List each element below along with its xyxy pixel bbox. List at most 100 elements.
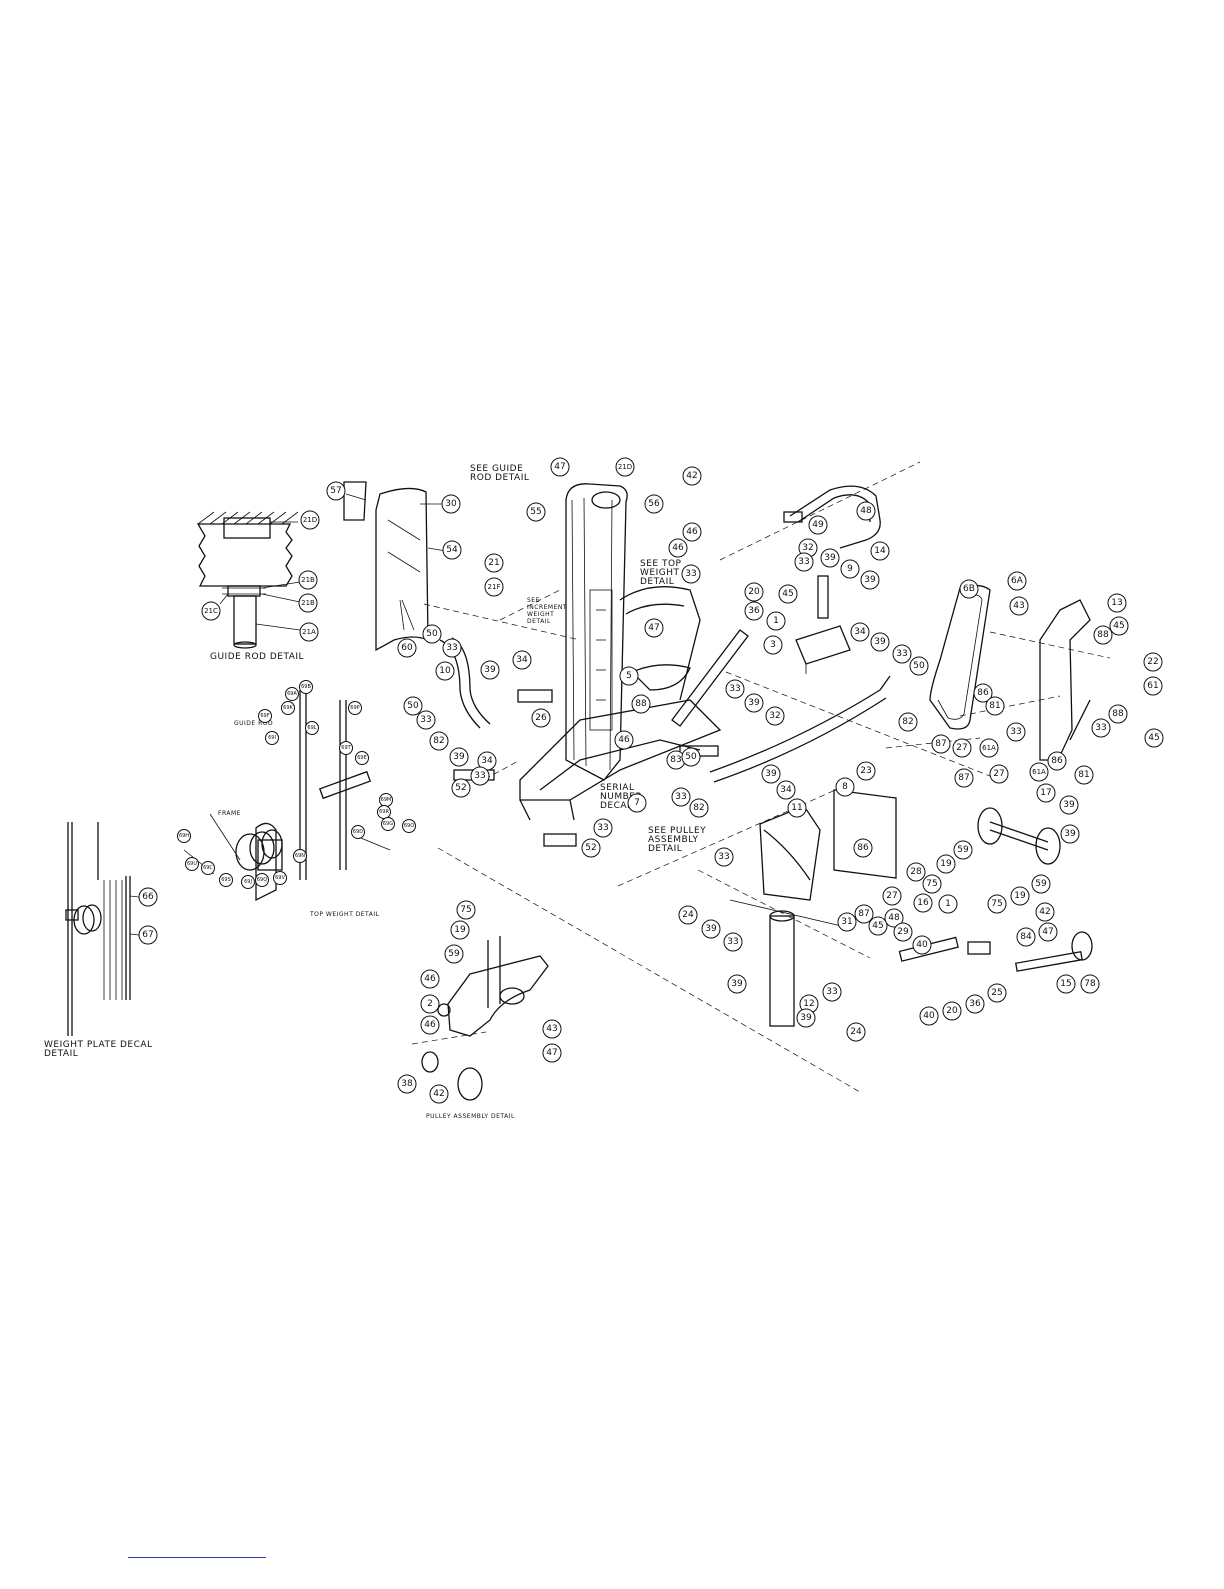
callout-label: 7 [634, 798, 640, 808]
callout-label: 45 [1113, 621, 1124, 631]
callout-circle [429, 731, 449, 751]
callout-bubble: 69S [219, 873, 233, 887]
callout-circle [979, 738, 999, 758]
callout-label: 69H [179, 833, 189, 839]
callout-bubble: 87 [854, 904, 874, 924]
footer-link-underline[interactable] [128, 1557, 266, 1558]
caption-guide-rod-detail: GUIDE ROD DETAIL [210, 652, 304, 662]
callout-bubble: 57 [326, 481, 346, 501]
callout-bubble: 47 [644, 618, 664, 638]
callout-circle [701, 919, 721, 939]
callout-label: 34 [854, 627, 866, 637]
callout-label: 87 [858, 909, 869, 919]
callout-bubble: 19 [450, 920, 470, 940]
callout-label: 39 [731, 979, 743, 989]
callout-label: 69V [275, 875, 285, 881]
guide-rod-detail [196, 511, 301, 649]
callout-label: 22 [1147, 657, 1158, 667]
callout-label: 39 [824, 553, 836, 563]
callout-circle [219, 873, 233, 887]
callout-label: 49 [812, 520, 824, 530]
callout-circle [420, 994, 440, 1014]
callout-circle [201, 601, 221, 621]
callout-label: 28 [910, 867, 922, 877]
callout-label: 10 [439, 666, 451, 676]
callout-circle [954, 768, 974, 788]
callout-label: 69A [287, 691, 297, 697]
callout-label: 6B [963, 584, 975, 594]
callout-bubble: 50 [422, 624, 442, 644]
callout-bubble: 10 [435, 661, 455, 681]
callout-bubble: 39 [480, 660, 500, 680]
callout-circle [1093, 625, 1113, 645]
callout-bubble: 20 [942, 1001, 962, 1021]
caption-guide-rod-tag: GUIDE ROD [234, 720, 273, 727]
callout-label: 16 [917, 898, 929, 908]
callout-bubble: 33 [416, 710, 436, 730]
callout-circle [931, 734, 951, 754]
callout-bubble: 78 [1080, 974, 1100, 994]
callout-circle [1009, 596, 1029, 616]
callout-label: 5 [626, 671, 632, 681]
callout-circle [420, 1015, 440, 1035]
callout-circle [840, 559, 860, 579]
callout-label: 59 [1035, 879, 1047, 889]
callout-bubble: 33 [725, 679, 745, 699]
callout-bubble: 69U [185, 857, 199, 871]
callout-label: 33 [718, 852, 729, 862]
callout-label: 87 [935, 739, 946, 749]
callout-circle [593, 818, 613, 838]
callout-label: 82 [693, 803, 704, 813]
callout-circle [892, 644, 912, 664]
callout-bubble: 21A [299, 622, 319, 642]
callout-bubble: 69I [265, 731, 279, 745]
callout-bubble: 61A [1029, 762, 1049, 782]
callout-circle [1060, 824, 1080, 844]
callout-label: 33 [474, 771, 485, 781]
callout-circle [470, 766, 490, 786]
callout-bubble: 24 [678, 905, 698, 925]
main-frame [439, 483, 891, 847]
callout-label: 46 [424, 1020, 436, 1030]
callout-bubble: 59 [953, 840, 973, 860]
callout-label: 69P [350, 705, 359, 711]
callout-circle [856, 501, 876, 521]
callout-circle [987, 894, 1007, 914]
callout-circle [177, 829, 191, 843]
callout-label: 50 [913, 661, 925, 671]
callout-bubble: 45 [1109, 616, 1129, 636]
callout-circle [241, 875, 255, 889]
callout-bubble: 33 [723, 932, 743, 952]
callout-circle [1006, 722, 1026, 742]
callout-bubble: 66 [138, 887, 158, 907]
callout-label: 8 [842, 782, 848, 792]
callout-label: 69U [187, 861, 197, 867]
callout-bubble: 43 [1009, 596, 1029, 616]
callout-bubble: 48 [884, 908, 904, 928]
callout-label: 20 [946, 1006, 958, 1016]
callout-bubble: 69Q [255, 873, 269, 887]
callout-circle [450, 920, 470, 940]
callout-circle [627, 793, 647, 813]
callout-circle [1016, 927, 1036, 947]
callout-circle [681, 747, 701, 767]
callout-label: 27 [993, 769, 1004, 779]
callout-label: 69J [244, 879, 252, 885]
callout-bubble: 69C [201, 861, 215, 875]
callout-bubble: 11 [787, 798, 807, 818]
callout-label: 47 [1042, 927, 1053, 937]
callout-label: 23 [860, 766, 871, 776]
callout-bubble: 60 [397, 638, 417, 658]
callout-label: 40 [923, 1011, 935, 1021]
callout-circle [451, 778, 471, 798]
callout-bubble: 25 [987, 983, 1007, 1003]
callout-circle [668, 538, 688, 558]
callout-label: 88 [1112, 709, 1124, 719]
callout-bubble: 88 [1093, 625, 1113, 645]
callout-circle [909, 656, 929, 676]
callout-circle [870, 632, 890, 652]
callout-bubble: 69B [299, 680, 313, 694]
callout-circle [820, 548, 840, 568]
callout-bubble: 31 [837, 912, 857, 932]
callout-label: 47 [648, 623, 659, 633]
